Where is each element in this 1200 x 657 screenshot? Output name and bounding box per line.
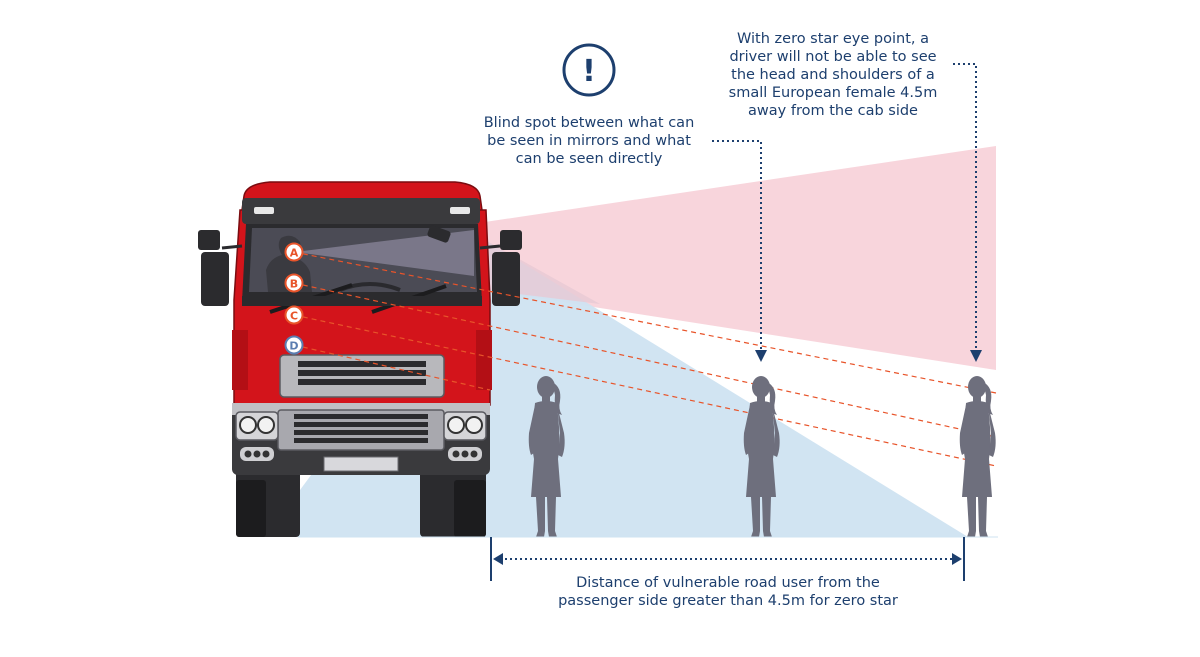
arrow-down-icon (755, 350, 767, 362)
zero-star-annotation: With zero star eye point, a driver will … (728, 31, 938, 119)
blind-spot-annotation: Blind spot between what can be seen in m… (483, 115, 695, 167)
mirror-view-zone (485, 146, 996, 370)
leader-lines (712, 63, 977, 352)
arrow-left-icon (493, 553, 503, 565)
pedestrian-silhouette (959, 376, 996, 537)
eye-point-a-label: A (290, 247, 299, 260)
eye-point-b-marker (284, 273, 304, 293)
arrow-down-icon (970, 350, 982, 362)
sightline-a (293, 251, 997, 394)
exclamation-circle-icon: ! (562, 43, 616, 97)
sightline-c (293, 314, 997, 467)
eye-point-markers: A B C D (284, 242, 304, 355)
eye-point-c-label: C (290, 310, 298, 323)
sightline-d (293, 344, 491, 391)
eye-point-d-marker (284, 335, 304, 355)
distance-dimension (490, 537, 965, 581)
arrow-right-icon (952, 553, 962, 565)
distance-annotation: Distance of vulnerable road user from th… (558, 575, 898, 609)
svg-text:!: ! (582, 54, 596, 89)
eye-point-a-marker (284, 242, 304, 262)
eye-point-c-marker (284, 305, 304, 325)
sightline-b (293, 282, 997, 438)
eye-point-b-label: B (290, 278, 298, 291)
sight-lines (293, 251, 997, 467)
eye-point-d-label: D (289, 340, 298, 353)
